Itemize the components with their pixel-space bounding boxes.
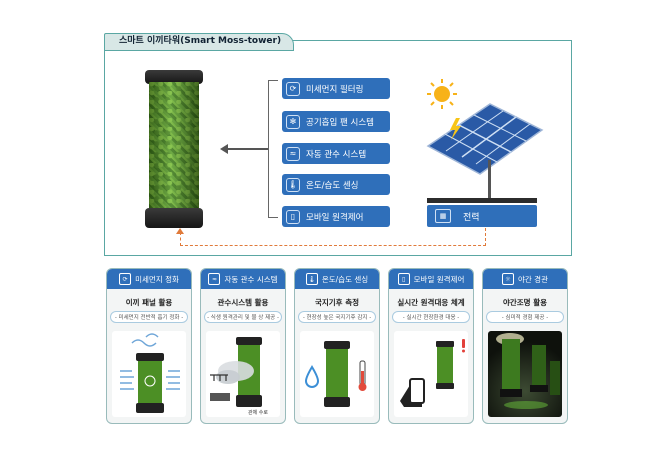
card-header-label: 자동 관수 시스템 (224, 274, 278, 284)
water-icon: ≈ (208, 273, 221, 285)
tower-base (145, 208, 203, 228)
feature-label: 공기흡입 팬 시스템 (306, 117, 374, 128)
card-header-label: 야간 경관 (518, 274, 548, 284)
power-bar: ▦ 전력 (427, 205, 537, 227)
card-header: ☼ 야간 경관 (483, 269, 567, 289)
connector-arrow (226, 148, 268, 150)
thermometer-icon: 🌡 (305, 273, 318, 285)
bulb-icon: ☼ (502, 273, 514, 285)
lightning-icon (450, 118, 461, 140)
feature-temp-humidity: 🌡 온도/습도 센싱 (282, 174, 390, 195)
card-title: 국지기후 측정 (314, 298, 359, 307)
feature-label: 온도/습도 센싱 (306, 180, 359, 191)
moss-panel (149, 82, 199, 212)
purification-illustration (120, 333, 180, 413)
card-scene (112, 331, 186, 417)
sensing-illustration (304, 341, 367, 407)
card-scene (488, 331, 562, 417)
card-title: 관수시스템 활용 (217, 298, 269, 307)
feature-mobile-control: ▯ 모바일 원격제어 (282, 206, 390, 227)
card-header: ▯모바일 원격제어 (389, 269, 473, 289)
card-temp-humidity: 🌡온도/습도 센싱 국지기후 측정 - 현장성 높은 국지기후 감지 - (294, 268, 380, 424)
card-title: 야간조명 활용 (502, 298, 547, 307)
mobile-illustration (400, 339, 465, 407)
card-header-label: 미세먼지 정화 (135, 274, 179, 284)
tower-cap (145, 70, 203, 84)
card-title: 실시간 원격대응 체계 (397, 298, 465, 307)
feature-label: 모바일 원격제어 (306, 212, 364, 223)
solar-panel-icon (426, 103, 544, 175)
card-title: 이끼 패널 활용 (125, 298, 173, 307)
card-header: ⟳미세먼지 정화 (107, 269, 191, 289)
power-label: 전력 (463, 212, 480, 223)
recycle-icon: ⟳ (286, 81, 300, 96)
card-subtitle: - 현장성 높은 국지기후 감지 - (298, 311, 376, 323)
night-illustration (496, 333, 560, 409)
ground-line (427, 198, 537, 203)
card-night-view: ☼ 야간 경관 야간조명 활용 - 심미적 경험 제공 - (482, 268, 568, 424)
fan-icon: ✻ (286, 114, 300, 129)
card-scene: 관체 수로 (206, 331, 280, 417)
feature-dust-filter: ⟳ 미세먼지 필터링 (282, 78, 390, 99)
card-header: ≈자동 관수 시스템 (201, 269, 285, 289)
card-scene (394, 331, 468, 417)
solar-panel-icon: ▦ (435, 209, 451, 223)
feature-auto-irrigation: ≈ 자동 관수 시스템 (282, 143, 390, 164)
moss-tower (145, 70, 203, 230)
feature-label: 자동 관수 시스템 (306, 149, 367, 160)
solar-illustration (426, 79, 544, 175)
card-header: 🌡온도/습도 센싱 (295, 269, 379, 289)
card-subtitle: - 심미적 경험 제공 - (486, 311, 564, 323)
feature-fan-system: ✻ 공기흡입 팬 시스템 (282, 111, 390, 132)
feature-label: 미세먼지 필터링 (306, 84, 364, 95)
phone-icon: ▯ (286, 209, 300, 224)
phone-icon: ▯ (397, 273, 410, 285)
card-subtitle: - 실시간 현장환경 대응 - (392, 311, 470, 323)
water-tank-label: 관체 수로 (248, 410, 268, 416)
water-icon: ≈ (286, 146, 300, 161)
card-header-label: 온도/습도 센싱 (321, 274, 369, 284)
sun-icon (427, 79, 457, 109)
power-line (180, 245, 486, 246)
card-dust-purification: ⟳미세먼지 정화 이끼 패널 활용 - 미세먼지 전반적 흡기 정화 - (106, 268, 192, 424)
panel-pole (488, 160, 491, 200)
panel-title: 스마트 이끼타워(Smart Moss-tower) (104, 33, 294, 51)
card-subtitle: - 미세먼지 전반적 흡기 정화 - (110, 311, 188, 323)
power-line (180, 232, 181, 246)
arrow-head (220, 144, 228, 154)
card-subtitle: - 식생 원격관리 및 물 상 제공 - (204, 311, 282, 323)
card-scene (300, 331, 374, 417)
recycle-icon: ⟳ (119, 273, 132, 285)
power-arrow (176, 228, 184, 234)
thermometer-icon: 🌡 (286, 177, 300, 192)
feature-bracket (268, 80, 278, 218)
card-auto-irrigation: ≈자동 관수 시스템 관수시스템 활용 - 식생 원격관리 및 물 상 제공 -… (200, 268, 286, 424)
irrigation-illustration (210, 337, 262, 407)
power-line (485, 228, 486, 246)
card-mobile-control: ▯모바일 원격제어 실시간 원격대응 체계 - 실시간 현장환경 대응 - (388, 268, 474, 424)
card-header-label: 모바일 원격제어 (413, 274, 465, 284)
